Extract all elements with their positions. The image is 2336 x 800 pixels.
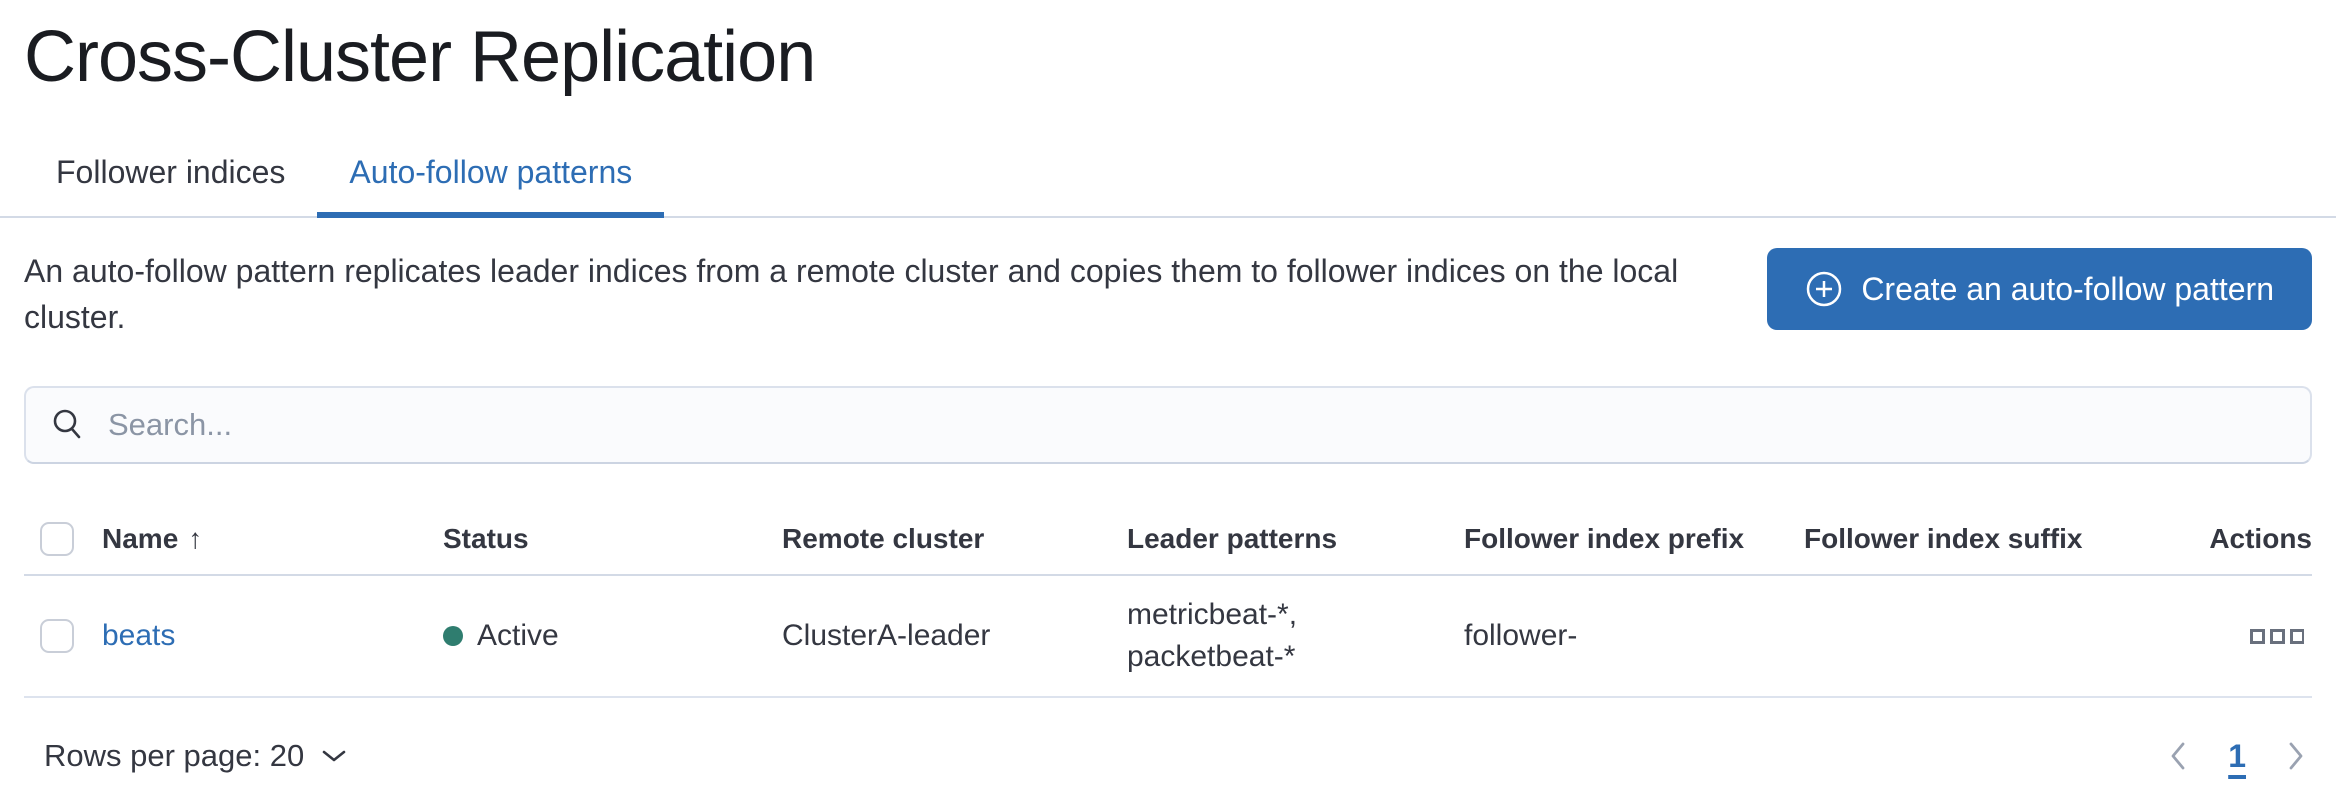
boxes-horizontal-icon: [2250, 629, 2304, 645]
column-header-actions: Actions: [2209, 523, 2312, 554]
sort-ascending-icon: ↑: [188, 523, 203, 554]
status-dot-icon: [443, 626, 463, 646]
column-header-follower-index-suffix: Follower index suffix: [1804, 523, 2083, 554]
row-checkbox[interactable]: [40, 619, 74, 653]
pagination: 1: [2162, 734, 2312, 778]
select-all-checkbox[interactable]: [40, 522, 74, 556]
chevron-left-icon: [2168, 740, 2188, 772]
pagination-next-button[interactable]: [2280, 734, 2312, 778]
tab-follower-indices[interactable]: Follower indices: [24, 138, 317, 218]
follower-index-prefix-cell: follower-: [1464, 619, 1578, 652]
tab-auto-follow-patterns[interactable]: Auto-follow patterns: [317, 138, 665, 218]
row-actions-button[interactable]: [2242, 621, 2312, 653]
auto-follow-patterns-table: Name ↑ Status Remote cluster Leader patt…: [24, 522, 2312, 698]
description-text: An auto-follow pattern replicates leader…: [24, 253, 1679, 335]
column-header-status: Status: [443, 523, 529, 554]
plus-in-circle-icon: [1805, 270, 1843, 308]
search-input[interactable]: [108, 407, 2286, 443]
status-badge: Active: [443, 615, 754, 657]
column-header-remote-cluster: Remote cluster: [782, 523, 985, 554]
remote-cluster-cell: ClusterA-leader: [782, 619, 991, 652]
create-button-label: Create an auto-follow pattern: [1861, 270, 2274, 307]
table-row: beats Active ClusterA-leader metricbeat-…: [24, 576, 2312, 698]
search-bar: [24, 386, 2312, 464]
pagination-previous-button[interactable]: [2162, 734, 2194, 778]
chevron-right-icon: [2286, 740, 2306, 772]
pagination-page-1[interactable]: 1: [2228, 737, 2246, 774]
cross-cluster-replication-page: Cross-Cluster Replication Follower indic…: [0, 17, 2336, 778]
status-label: Active: [477, 619, 559, 652]
column-header-name[interactable]: Name ↑: [102, 523, 443, 555]
create-auto-follow-pattern-button[interactable]: Create an auto-follow pattern: [1767, 248, 2312, 330]
tab-bar: Follower indices Auto-follow patterns: [0, 138, 2336, 218]
pattern-name-link[interactable]: beats: [102, 619, 176, 652]
column-header-follower-index-prefix: Follower index prefix: [1464, 523, 1745, 554]
rows-per-page-button[interactable]: Rows per page: 20: [44, 738, 348, 774]
chevron-down-icon: [320, 747, 348, 765]
page-title: Cross-Cluster Replication: [24, 17, 816, 97]
table-footer: Rows per page: 20 1: [24, 698, 2312, 778]
table-header-row: Name ↑ Status Remote cluster Leader patt…: [24, 522, 2312, 576]
intro-section: An auto-follow pattern replicates leader…: [24, 248, 2312, 340]
rows-per-page-label: Rows per page: 20: [44, 738, 305, 773]
column-header-leader-patterns: Leader patterns: [1127, 523, 1338, 554]
leader-patterns-cell: metricbeat-*, packetbeat-*: [1127, 598, 1298, 673]
search-icon: [50, 407, 86, 443]
